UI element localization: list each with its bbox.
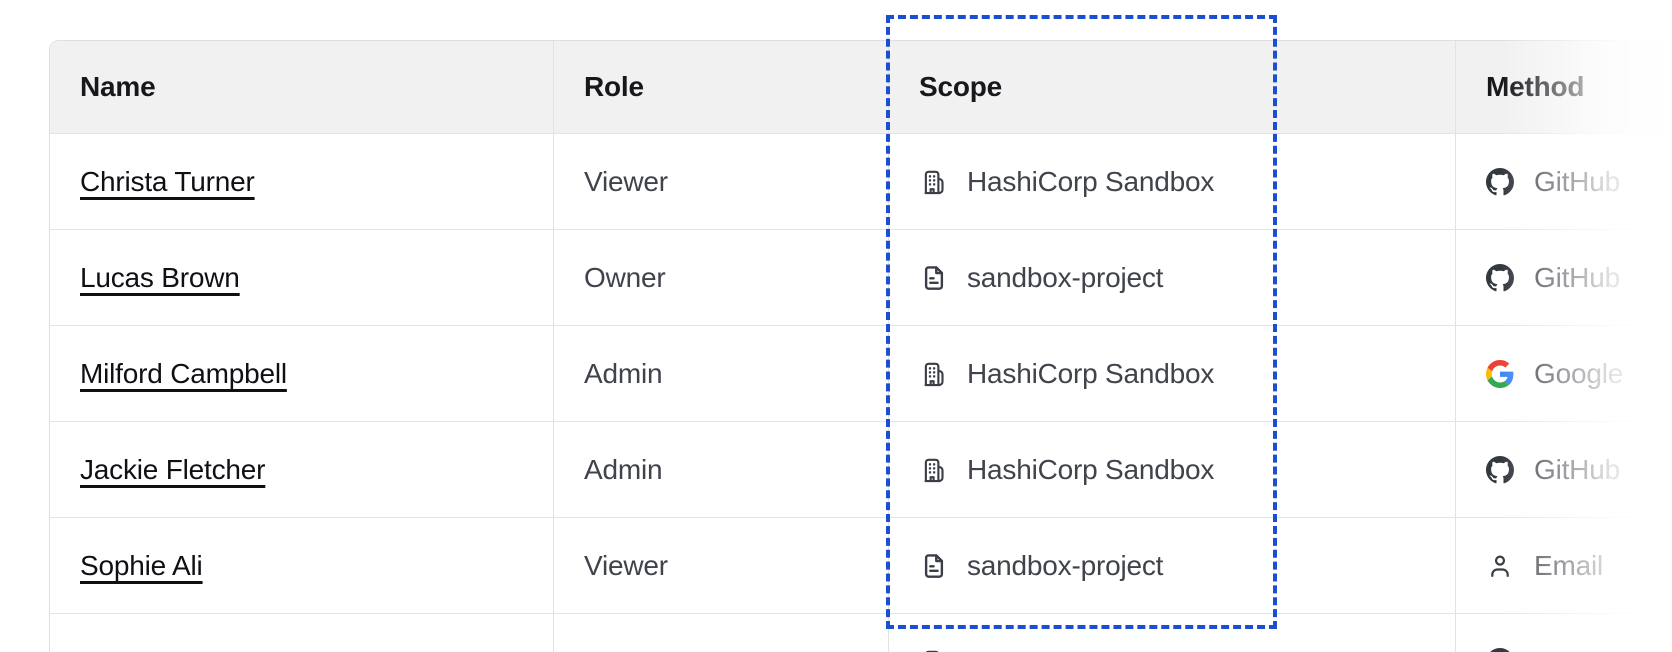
name-cell: Sophie Ali [50,518,554,613]
column-header-method: Method [1456,41,1672,133]
role-value: Viewer [584,549,668,581]
column-header-role: Role [554,41,889,133]
column-header-name: Name [50,41,554,133]
org-building-icon [924,362,944,386]
role-cell [554,614,889,652]
method-cell: Google [1456,326,1672,421]
scope-cell [889,614,1456,652]
name-cell: Christa Turner [50,134,554,229]
method-value: Google [1534,357,1624,389]
member-name-link[interactable]: Jackie Fletcher [80,453,266,485]
name-cell: Jackie Fletcher [50,422,554,517]
github-icon [1486,455,1514,483]
github-icon [1486,263,1514,291]
role-cell: Viewer [554,518,889,613]
github-icon [1486,167,1514,195]
table-row-partial [50,613,1672,652]
org-building-icon [925,650,939,652]
table-row: Jackie Fletcher Admin HashiCorp Sandbox … [50,421,1672,517]
method-value: GitHub [1534,165,1620,197]
role-value: Admin [584,453,663,485]
role-value: Viewer [584,165,668,197]
table-header-row: Name Role Scope Method [50,41,1672,133]
person-icon [1491,555,1509,577]
scope-value: sandbox-project [967,261,1164,293]
file-icon [924,265,944,290]
table-row: Christa Turner Viewer HashiCorp Sandbox … [50,133,1672,229]
google-icon [1486,359,1514,388]
scope-cell: sandbox-project [889,518,1456,613]
method-value: GitHub [1534,261,1620,293]
table-scroll-area[interactable]: Name Role Scope Method Christa Turner Vi… [49,40,1672,652]
scope-cell: HashiCorp Sandbox [889,134,1456,229]
member-name-link[interactable]: Lucas Brown [80,261,240,293]
scope-cell: sandbox-project [889,230,1456,325]
member-name-link[interactable]: Milford Campbell [80,357,287,389]
table-row: Milford Campbell Admin HashiCorp Sandbox… [50,325,1672,421]
column-header-scope: Scope [889,41,1456,133]
role-cell: Viewer [554,134,889,229]
method-cell: GitHub [1456,422,1672,517]
scope-value: HashiCorp Sandbox [967,453,1215,485]
role-cell: Admin [554,326,889,421]
name-cell: Milford Campbell [50,326,554,421]
scope-cell: HashiCorp Sandbox [889,326,1456,421]
org-building-icon [924,458,944,482]
column-header-label: Name [80,71,156,102]
scope-value: HashiCorp Sandbox [967,165,1215,197]
table-body: Christa Turner Viewer HashiCorp Sandbox … [50,133,1672,652]
role-cell: Admin [554,422,889,517]
member-name-link[interactable]: Sophie Ali [80,549,203,581]
name-cell: Lucas Brown [50,230,554,325]
scope-value: sandbox-project [967,549,1164,581]
table-row: Lucas Brown Owner sandbox-project GitHub [50,229,1672,325]
scope-value: HashiCorp Sandbox [967,357,1215,389]
method-cell: Email [1456,518,1672,613]
name-cell [50,614,554,652]
role-value: Admin [584,357,663,389]
method-value: GitHub [1534,453,1620,485]
column-header-label: Scope [919,71,1003,102]
method-cell: GitHub [1456,230,1672,325]
member-name-link[interactable]: Christa Turner [80,165,255,197]
role-value: Owner [584,261,666,293]
github-icon [1489,647,1511,652]
table-row: Sophie Ali Viewer sandbox-project Email [50,517,1672,613]
method-cell: GitHub [1456,134,1672,229]
role-cell: Owner [554,230,889,325]
column-header-label: Role [584,71,644,102]
column-header-label: Method [1486,71,1585,102]
scope-cell: HashiCorp Sandbox [889,422,1456,517]
file-icon [924,553,944,578]
method-cell [1456,614,1672,652]
org-building-icon [924,170,944,194]
method-value: Email [1534,549,1604,581]
